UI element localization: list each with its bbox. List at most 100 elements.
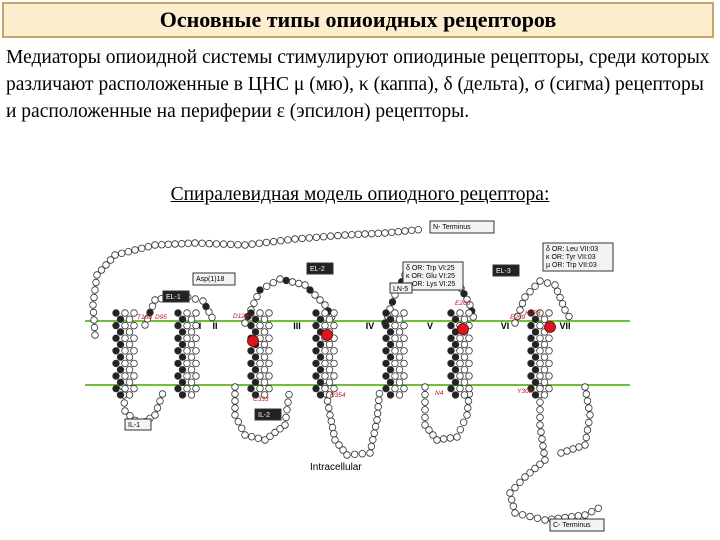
residue [586, 411, 594, 419]
residue [588, 508, 596, 516]
el1-box: EL-1 [162, 290, 190, 303]
helix-residue [130, 372, 138, 380]
residue [326, 411, 334, 419]
helix-residue [391, 384, 399, 393]
residue [199, 297, 207, 305]
residue [543, 279, 552, 287]
helix-residue [247, 321, 255, 330]
helix-residue [251, 365, 260, 374]
helix-residue [527, 309, 535, 317]
figure-caption: Спиралевидная модель опиодного рецептора… [170, 184, 550, 205]
residue [269, 278, 277, 287]
helix-residue [330, 384, 338, 393]
residue [343, 451, 351, 459]
helix-residue [112, 359, 120, 368]
helix-residue [531, 391, 540, 399]
helix-residue [536, 309, 544, 317]
helix-residue [265, 309, 273, 317]
residue [369, 436, 377, 444]
residue-label-e269: E269 [510, 314, 526, 321]
residue [281, 421, 289, 429]
residue [102, 261, 110, 269]
description-paragraph: Медиаторы опиоидной системы стимулируют … [6, 47, 710, 122]
residue [511, 509, 519, 517]
residue [250, 299, 258, 307]
helix-residue [174, 384, 182, 393]
il1-box: IL-1 [124, 418, 152, 431]
helix-residue [545, 334, 553, 342]
helix-residue [174, 334, 182, 342]
helix-residue [527, 372, 535, 380]
residue [348, 231, 356, 239]
helix-residue [116, 328, 125, 336]
residue [291, 235, 299, 243]
helix-residue [545, 372, 553, 380]
helix-residue [527, 359, 535, 368]
residue [306, 286, 314, 294]
helix-residue [174, 347, 182, 355]
helix-label: V [427, 321, 433, 331]
residue [516, 478, 524, 486]
residue [295, 279, 303, 288]
residue [585, 418, 593, 427]
helix-residue [386, 328, 395, 336]
helix-residue [531, 340, 540, 349]
helix-residue [451, 365, 460, 374]
helix-residue [536, 321, 544, 330]
helix-residue [312, 334, 320, 342]
helix-residue [451, 315, 460, 323]
residue [164, 240, 172, 248]
helix-residue [536, 334, 544, 342]
residue [394, 228, 402, 236]
residue [388, 298, 397, 306]
residue [241, 319, 249, 327]
helix-residue [391, 309, 399, 317]
helix-residue [386, 340, 395, 349]
residue [237, 424, 246, 432]
helix-residue [460, 315, 469, 323]
residue [234, 417, 242, 426]
residue [202, 302, 210, 311]
helix-residue [386, 378, 395, 386]
helix-label: II [212, 321, 217, 331]
helix-residue [174, 359, 182, 368]
residue [121, 407, 129, 415]
helix-residue [395, 315, 404, 323]
helix-residue [527, 347, 535, 355]
residue [509, 502, 517, 510]
n-terminus-box-frame [429, 220, 495, 234]
helix-residue [391, 321, 399, 330]
residue [148, 302, 157, 310]
residue [138, 244, 146, 252]
residue [89, 301, 97, 309]
residue [231, 383, 239, 391]
helix-residue [545, 359, 553, 368]
helix-residue [260, 328, 269, 336]
residue [433, 436, 441, 444]
helix-residue [531, 365, 540, 374]
helix-residue [451, 353, 460, 361]
helix-residue [265, 347, 273, 355]
residue [463, 411, 471, 419]
el2-box-frame [306, 262, 334, 275]
residue [446, 434, 454, 442]
residue [508, 496, 516, 504]
right-annotation-box-frame [542, 242, 614, 272]
residue [256, 286, 264, 294]
residue [285, 390, 293, 399]
residue [241, 241, 249, 249]
residue [536, 277, 544, 285]
helix-residue [400, 321, 408, 330]
residue [330, 430, 338, 438]
helix-residue [451, 391, 460, 399]
residue [191, 295, 199, 303]
helix-residue [187, 340, 196, 349]
residue [518, 299, 527, 308]
residue [124, 248, 132, 256]
residue [247, 432, 256, 441]
residue [283, 406, 291, 414]
residue [146, 308, 154, 317]
residue [375, 396, 383, 404]
mid-annotation-box-frame [402, 261, 464, 291]
